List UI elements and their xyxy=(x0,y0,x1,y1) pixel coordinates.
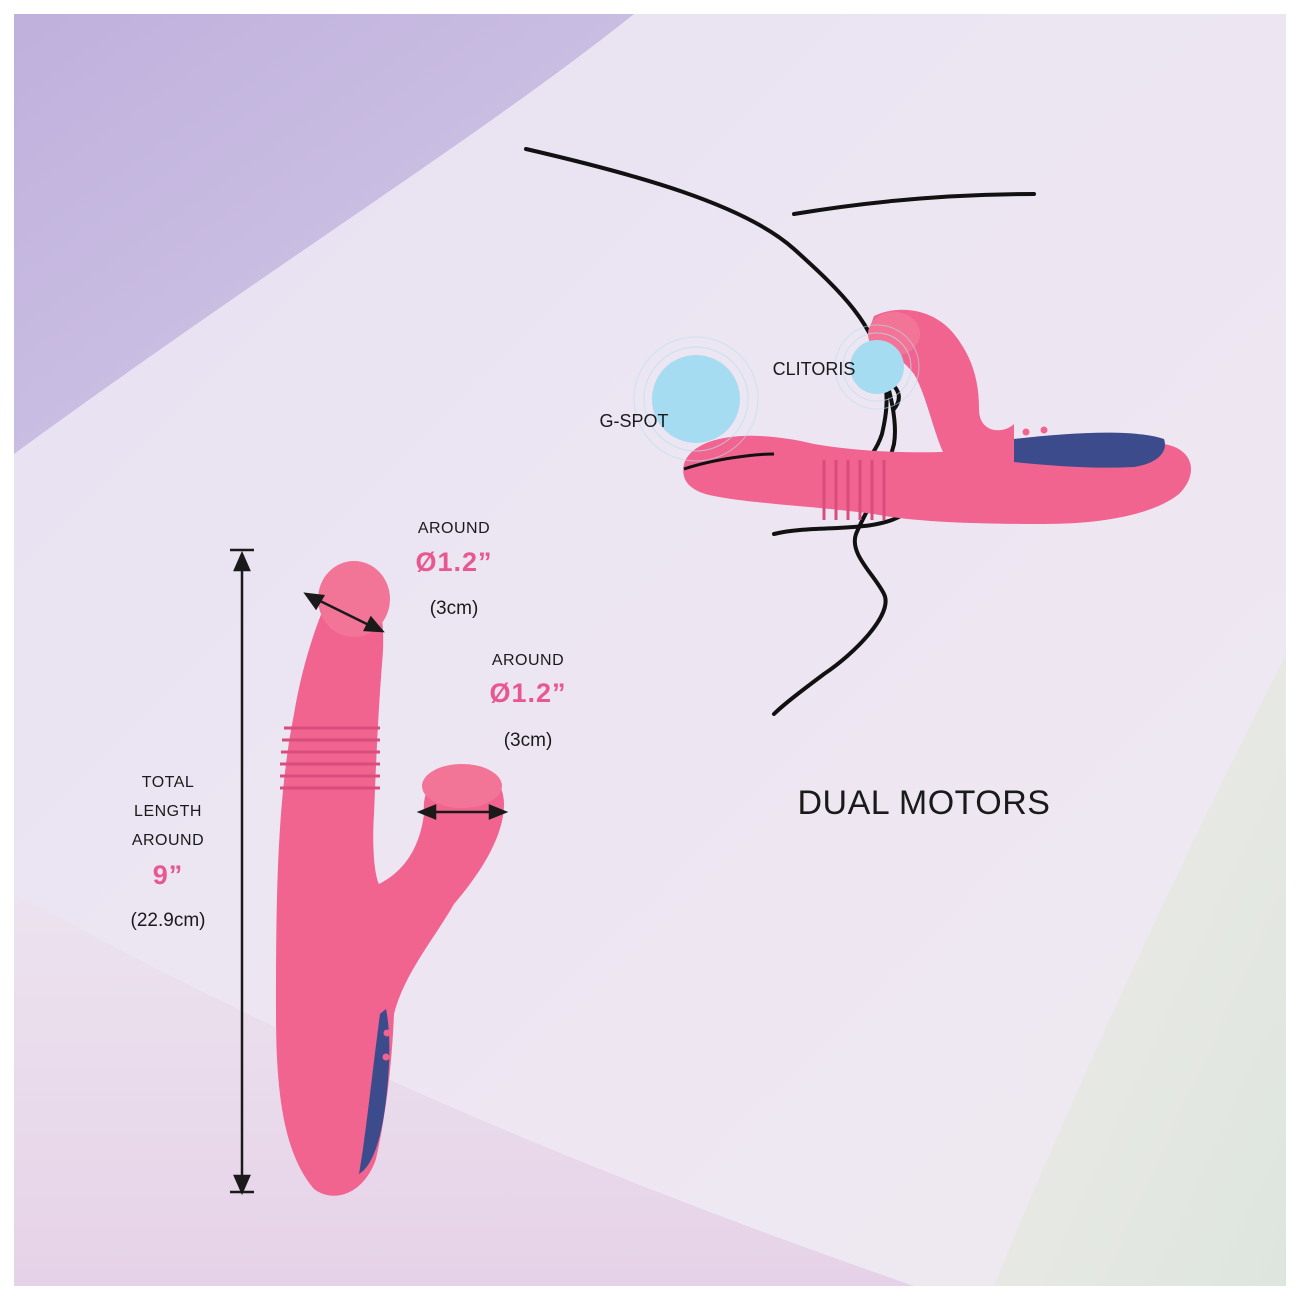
total-length-metric: (22.9cm) xyxy=(130,910,206,931)
top-diameter-around: AROUND xyxy=(417,520,491,537)
dual-motors-heading: DUAL MOTORS xyxy=(797,784,1051,822)
dimension-arrow-icon xyxy=(416,804,509,820)
dimension-arrow-icon xyxy=(303,592,385,633)
total-length-line3: AROUND xyxy=(131,832,205,849)
product-inserted-view xyxy=(683,309,1191,524)
infographic-frame: AROUND Ø1.2” (3cm) AROUND Ø1.2” (3cm) TO… xyxy=(14,14,1286,1286)
top-diameter-value: Ø1.2” xyxy=(415,547,493,577)
clitoris-label: CLITORIS xyxy=(772,359,856,379)
total-length-line1: TOTAL xyxy=(141,774,195,791)
product-front-view xyxy=(276,561,504,1196)
clit-diameter-around: AROUND xyxy=(491,652,565,669)
dimension-arrow-icon xyxy=(230,548,254,1196)
gspot-label: G-SPOT xyxy=(599,411,669,431)
top-diameter-metric: (3cm) xyxy=(429,598,479,619)
body-outline xyxy=(524,147,1036,716)
total-length-line2: LENGTH xyxy=(134,803,202,820)
clit-diameter-metric: (3cm) xyxy=(503,730,553,751)
total-length-value: 9” xyxy=(152,860,184,890)
clit-diameter-value: Ø1.2” xyxy=(489,678,567,708)
vibration-zone-icon xyxy=(834,324,920,410)
vibration-zone-icon xyxy=(633,336,759,462)
background xyxy=(14,14,1286,1286)
